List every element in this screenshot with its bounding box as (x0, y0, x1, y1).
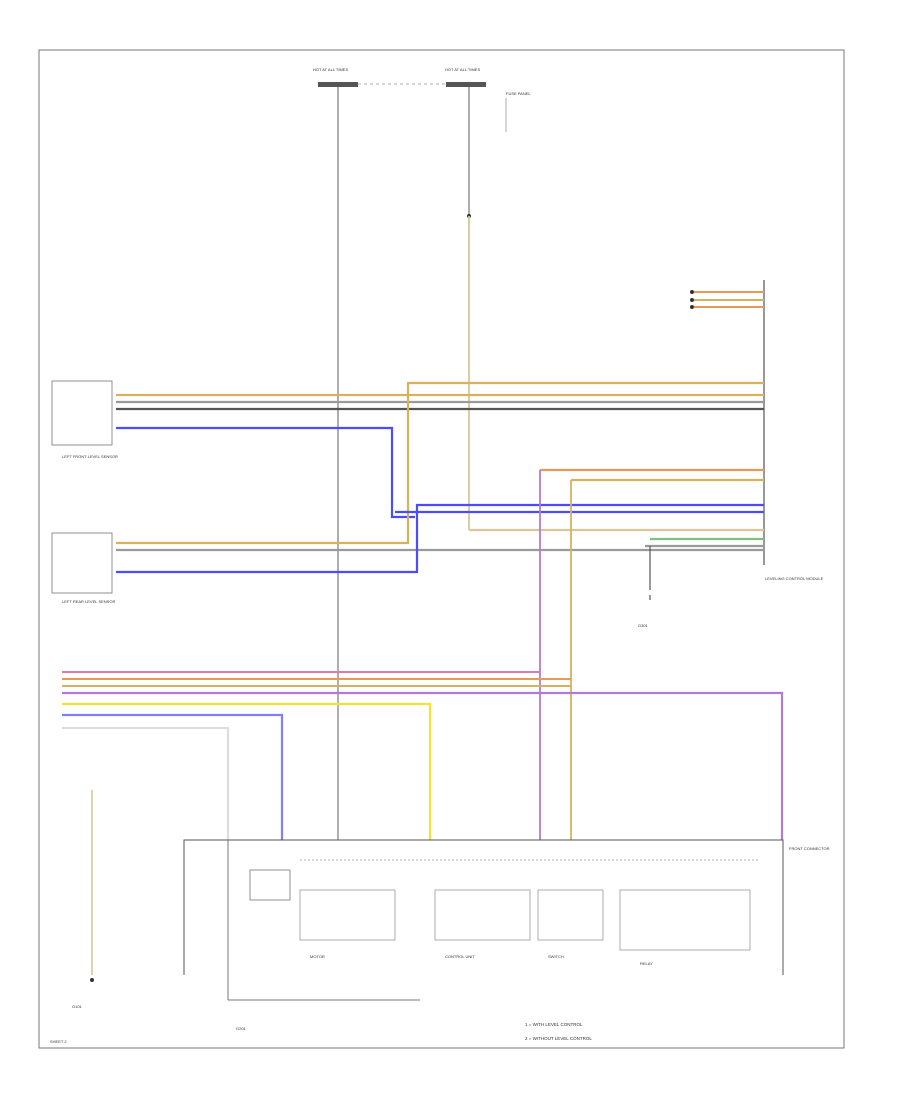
left-rear-sensor: LEFT REAR LEVEL SENSOR (51, 532, 115, 604)
left-front-sensor-label: LEFT FRONT LEVEL SENSOR (62, 454, 118, 459)
module-box: FRONT CONNECTOR MOTOR CONTROL UNIT SWITC… (183, 839, 830, 1000)
top-power-source-left: HOT AT ALL TIMES (313, 67, 358, 840)
block-2-label: CONTROL UNIT (445, 954, 475, 959)
top-source-right-label: HOT AT ALL TIMES (445, 67, 480, 72)
ground-bottom-label: G201 (236, 1026, 247, 1031)
diagram-frame (38, 49, 845, 1049)
leveling-module-label: LEVELING CONTROL MODULE (765, 576, 824, 581)
ground-top-label: G301 (638, 623, 649, 628)
note-2: 2 = WITHOUT LEVEL CONTROL (525, 1036, 592, 1041)
left-rear-sensor-label: LEFT REAR LEVEL SENSOR (62, 599, 115, 604)
top-power-source-right: HOT AT ALL TIMES (445, 67, 486, 530)
page-ref: SHEET 2 (50, 1039, 67, 1044)
left-ground-path: G101 (72, 790, 94, 1009)
note-1: 1 = WITH LEVEL CONTROL (525, 1022, 583, 1027)
ground-left-label: G101 (72, 1004, 83, 1009)
block-1-label: MOTOR (310, 954, 325, 959)
fuse-panel-label: FUSE PANEL (506, 91, 531, 96)
block-3-label: SWITCH (548, 954, 564, 959)
front-connector-label: FRONT CONNECTOR (789, 846, 830, 851)
left-front-sensor: LEFT FRONT LEVEL SENSOR (51, 380, 118, 459)
lower-wire-bundle (62, 671, 784, 840)
top-source-left-label: HOT AT ALL TIMES (313, 67, 348, 72)
block-4-label: RELAY (640, 961, 653, 966)
top-right-wires (690, 290, 764, 309)
